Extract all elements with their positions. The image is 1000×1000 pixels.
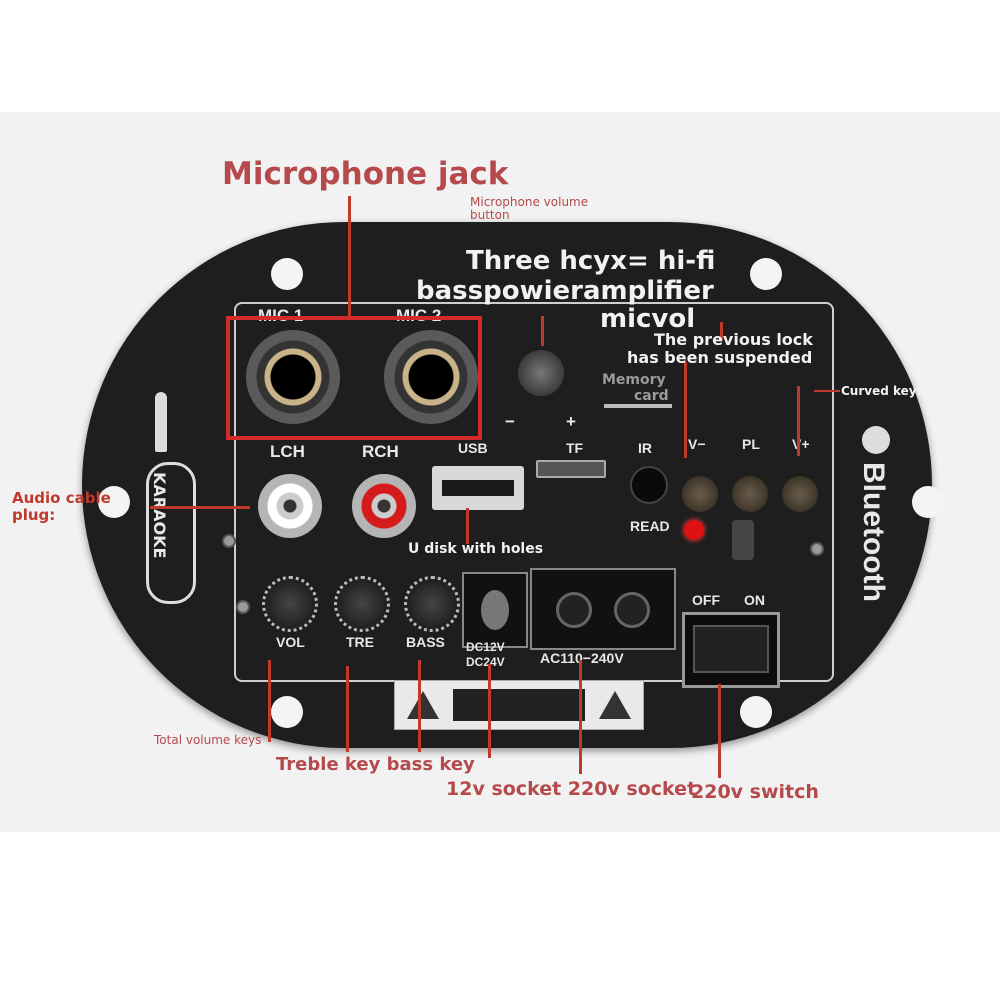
power-switch[interactable] [682,612,780,688]
hifi-line-1: Three hcyx= hi-fi [466,246,716,276]
pl-label: PL [742,436,760,452]
memory-card-line-1: Memory [602,372,666,388]
pointer-line [604,404,672,408]
vol-label: VOL [276,634,305,650]
total-volume-label: Total volume keys [154,733,262,747]
dc-label-1: DC12V [466,640,505,654]
switch-rocker[interactable] [693,625,769,673]
dc-label-2: DC24V [466,655,505,669]
pointer-line [348,196,351,316]
bass-knob[interactable] [404,576,460,632]
indicator-slot [732,520,754,560]
mic2-label: MIC 2 [396,306,442,325]
audio-cable-line-1: Audio cable [12,489,111,507]
karaoke-logo [146,462,196,604]
memory-card-line-2: card [634,388,669,404]
pointer-line [814,390,840,392]
warning-triangle-icon [599,691,631,719]
prev-lock-line-2: has been suspended [627,348,813,367]
screw [222,534,236,548]
pointer-line [720,322,723,340]
karaoke-label: KARAOKE [150,472,169,559]
pointer-line [150,506,250,509]
treble-bass-label: Treble key bass key [276,754,475,775]
mic-jack-highlight [226,316,482,440]
mount-hole [271,258,303,290]
usb-port[interactable] [432,466,524,510]
hifi-line-2: basspowieramplifier [416,276,714,306]
mic-volume-pot[interactable] [518,350,564,396]
pointer-line [718,684,721,778]
ac-pin [614,592,650,628]
pot-plus-label: + [566,412,576,431]
microphone-jack-label: Microphone jack [222,156,509,192]
pointer-line [346,666,349,752]
v-plus-button[interactable] [782,476,818,512]
bass-label: BASS [406,634,445,650]
mic1-label: MIC 1 [258,306,304,325]
mount-hole [98,486,130,518]
pot-minus-label: − [505,412,515,431]
ac-pin [556,592,592,628]
v-minus-label: V− [688,436,706,452]
tre-label: TRE [346,634,374,650]
hifi-line-3: micvol [600,304,696,334]
pointer-line [418,660,421,752]
screw [236,600,250,614]
mount-hole [271,696,303,728]
warning-sticker [394,680,644,730]
rch-label: RCH [362,442,399,461]
usb-label: USB [458,440,488,456]
karaoke-mic-icon [155,392,167,452]
lch-label: LCH [270,442,305,461]
pointer-line [579,660,582,774]
pointer-line [541,316,544,346]
ac-label: AC110−240V [540,650,624,666]
ac-socket[interactable] [530,568,676,650]
read-label: READ [630,518,670,534]
warning-text-block [453,689,585,721]
mic-volume-button-label: Microphone volume button [470,195,589,222]
mount-hole [912,486,944,518]
dc-socket[interactable] [462,572,528,648]
warning-triangle-icon [407,691,439,719]
tre-knob[interactable] [334,576,390,632]
on-label: ON [744,592,765,608]
screw [810,542,824,556]
off-label: OFF [692,592,720,608]
mount-hole [740,696,772,728]
bluetooth-icon [862,426,890,454]
ir-label: IR [638,440,652,456]
read-led [684,520,704,540]
ir-receiver [630,466,668,504]
bluetooth-label: Bluetooth [857,462,890,602]
v-plus-label: V+ [792,436,810,452]
pointer-line [797,386,800,456]
play-pause-button[interactable] [732,476,768,512]
mount-hole [750,258,782,290]
rch-rca-jack[interactable] [352,474,416,538]
tf-card-slot[interactable] [536,460,606,478]
lch-rca-jack[interactable] [258,474,322,538]
pointer-line [466,508,469,544]
pointer-line [684,362,687,458]
sockets-label: 12v socket 220v socket [446,778,697,800]
mic1-jack[interactable] [246,330,340,424]
tf-label: TF [566,440,584,456]
prev-lock-line-1: The previous lock [654,330,813,349]
audio-cable-line-2: plug: [12,506,56,524]
vol-knob[interactable] [262,576,318,632]
pointer-line [488,664,491,758]
switch-220v-label: 220v switch [691,781,819,803]
v-minus-button[interactable] [682,476,718,512]
curved-keys-label: Curved keys [841,384,924,398]
pointer-line [268,660,271,742]
u-disk-label: U disk with holes [408,541,544,557]
mic2-jack[interactable] [384,330,478,424]
